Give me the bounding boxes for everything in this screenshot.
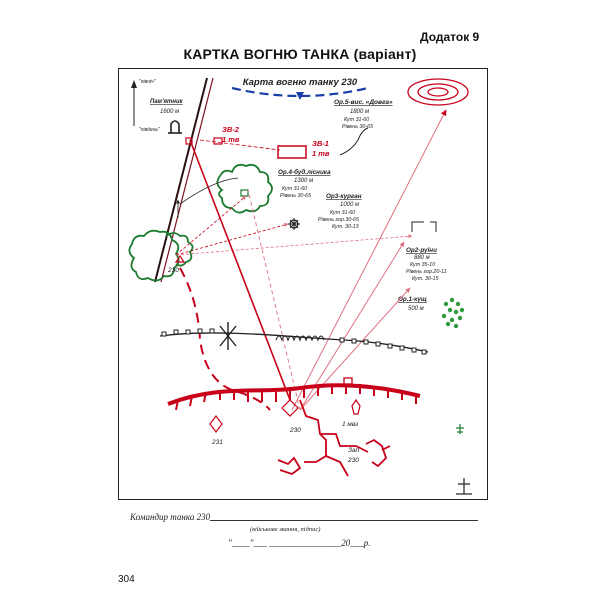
zv2-target: ЗВ-2 1 тв [213,125,240,145]
main-fire-line [189,139,291,401]
reserve-position: Зап 230 [347,447,360,464]
fire-lines [175,109,447,411]
zv2-name: ЗВ-2 [222,125,240,134]
or4-forest: Ор.4-буд.лісника 1300 м Кут 31-60 Рівень… [216,163,331,214]
card-title-arc [231,86,369,98]
pos231-number: 231 [211,439,223,446]
observation-post-icon [456,478,472,495]
or3-angle: Кут 31-60 [330,210,355,216]
hill-dovha [407,78,469,106]
communication-trenches [277,399,391,477]
commander-label: Командир танка 230 [130,512,211,522]
pos230b-number: 230 [289,427,301,434]
or2-level: Рівень гор.20-11 [406,269,447,275]
fire-line-or5 [291,109,447,411]
compass: "північ" "південь" [131,79,160,133]
or2-name: Ор2-руїни [406,247,437,254]
or5-level: Рівень 30-65 [342,124,373,130]
zv1-target: ЗВ-1 1 тв [277,139,330,159]
signature-line [210,520,478,521]
compass-north-arrow [131,80,137,88]
or2-dist: 880 м [414,255,430,261]
page-title: КАРТКА ВОГНЮ ТАНКА (варіант) [183,46,417,62]
signature-hint: (військове звання, підпис) [250,526,321,533]
or3-kurgan: Ор3-курган 1000 м Кут 31-60 Рівень гор.3… [288,193,362,230]
or4-angle: Кут 31-60 [282,186,307,192]
tank-position-231: 231 [209,415,223,446]
or2-cut: Кут. 30-15 [412,276,439,282]
tank-230b-icon [281,399,299,417]
map-frame [118,68,488,500]
monument-icon [170,120,180,133]
trench-line [167,377,421,411]
zv2-sub: 1 тв [222,135,240,144]
north-label: "північ" [139,79,156,85]
tank-main-icon [174,254,186,263]
north-direction-arrow [296,92,304,100]
or3-name: Ор3-курган [326,193,362,200]
card-title: Карта вогню танку 230 [243,77,358,88]
forester-house-icon [240,189,249,197]
reserve-label: Зап [348,447,360,454]
monument-landmark: Пам'ятник 1600 м [150,99,184,134]
or5-dist: 1800 м [350,109,369,115]
or4-name: Ор.4-буд.лісника [278,168,331,176]
monument-name: Пам'ятник [150,99,184,105]
card-title-group: Карта вогню танку 230 [231,77,369,100]
or2-angle: Кут 35-10 [410,262,435,268]
railway [154,77,214,283]
zv2-box [213,137,223,145]
gully-line [339,127,369,156]
main-position-forest: 230 [128,229,194,282]
or4-dist: 1300 м [294,178,313,184]
monument-dist: 1600 м [160,109,179,115]
monument-reference-pin [185,137,193,145]
tank-231-icon [209,415,223,433]
page-number: 304 [118,574,135,585]
movement-route [179,267,271,411]
or5-landmark: Ор.5-вис. «Довга» 1800 м Кут 31-60 Рівен… [334,99,393,130]
or1-dist: 500 м [408,306,424,312]
or4-level: Рівень 30-65 [280,193,311,199]
or3-dist: 1000 м [340,202,359,208]
appendix-label: Додаток 9 [420,30,480,44]
or5-name: Ор.5-вис. «Довга» [334,99,393,106]
mvz-icon [351,398,361,415]
anti-tank-hedgehog-icon [219,322,237,350]
ruins-icon [411,221,424,232]
or5-angle: Кут 31-60 [344,117,369,123]
tank-position-230b: 230 [281,399,301,434]
or1-name: Ор.1-кущ [398,296,427,303]
or1-bush: Ор.1-кущ 500 м [398,296,465,329]
or3-cut: Кут. 30-13 [332,224,359,230]
bush-dots-icon [441,297,465,329]
mvz-position: 1 мвз [342,398,361,428]
date-line: "____"___ ________________20___р. [228,538,371,548]
tree-icon [456,424,464,434]
zv1-name: ЗВ-1 [312,139,329,148]
zv1-box [277,145,307,159]
or3-level: Рівень гор.30-65 [318,217,359,223]
wire-obstacle [159,322,429,355]
mvz-label: 1 мвз [342,421,358,428]
zv1-sub: 1 тв [312,149,330,158]
reserve-number: 230 [347,457,359,464]
or2-ruins: Ор2-руїни 880 м Кут 35-10 Рівень гор.20-… [406,221,447,282]
south-label: "південь" [139,127,160,133]
main-position-number: 230 [167,267,179,274]
